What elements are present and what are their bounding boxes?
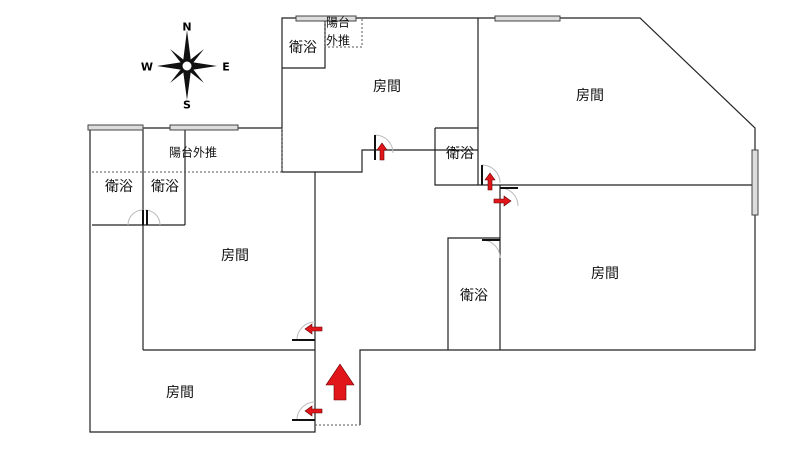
balcony-top-label-1: 陽台	[325, 15, 351, 30]
arrow-left-icon	[304, 323, 323, 335]
compass-east: E	[222, 60, 230, 74]
arrow-up-icon	[484, 172, 496, 191]
compass-west: W	[140, 60, 154, 74]
compass-rose-icon	[157, 30, 217, 100]
bath-mid-label: 衛浴	[446, 146, 474, 162]
entry-arrows	[304, 142, 512, 417]
balcony-outlines	[92, 18, 363, 426]
room-right-label: 房間	[591, 266, 619, 282]
compass-north: N	[182, 20, 192, 34]
room-bottom-left-label: 房間	[166, 385, 194, 401]
door-swings	[127, 134, 519, 421]
compass-south: S	[183, 98, 191, 112]
doors	[142, 135, 518, 421]
windows	[87, 15, 759, 216]
main-entrance-arrow-icon	[325, 363, 355, 401]
balcony-top-label-2: 外推	[325, 33, 351, 48]
bath-top-label: 衛浴	[289, 40, 317, 56]
arrow-right-icon	[493, 195, 512, 207]
bath-left-1-label: 衛浴	[105, 179, 133, 195]
bath-lower-label: 衛浴	[460, 288, 488, 304]
balcony-left-label: 陽台外推	[168, 145, 218, 160]
walls	[89, 17, 756, 433]
bath-left-2-label: 衛浴	[151, 179, 179, 195]
arrow-left-icon	[304, 405, 323, 417]
arrow-up-icon	[376, 142, 388, 161]
room-top-label: 房間	[373, 79, 401, 95]
room-mid-left-label: 房間	[221, 248, 249, 264]
room-top-right-label: 房間	[576, 88, 604, 104]
